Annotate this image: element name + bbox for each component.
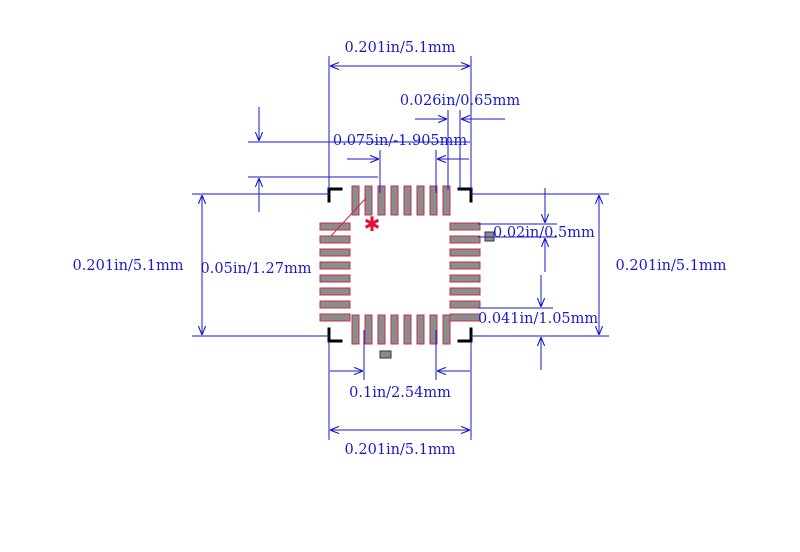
pad-top — [351, 185, 360, 216]
dim-label-right-height: 0.201in/5.1mm — [616, 258, 727, 274]
silkscreen-corner-bottom-left — [327, 327, 343, 343]
pad-left — [319, 261, 351, 270]
pad-top — [377, 185, 386, 216]
pad-bottom — [429, 314, 438, 345]
silkscreen-corner-top-right — [457, 187, 473, 203]
orientation-mark-bottom — [379, 350, 392, 359]
pad-left — [319, 287, 351, 296]
pad-bottom — [377, 314, 386, 345]
pad-group — [319, 185, 481, 345]
pad-top — [416, 185, 425, 216]
pad-top — [442, 185, 451, 216]
pin1-marker-icon: ✱ — [364, 212, 381, 236]
pad-left — [319, 300, 351, 309]
dim-label-top-width: 0.201in/5.1mm — [345, 40, 456, 56]
pad-right — [449, 261, 481, 270]
pad-top — [429, 185, 438, 216]
pad-bottom — [442, 314, 451, 345]
dimension-lines — [192, 56, 609, 440]
pad-right — [449, 248, 481, 257]
dim-label-bottom-span: 0.1in/2.54mm — [349, 385, 451, 401]
pad-top — [390, 185, 399, 216]
pad-bottom — [403, 314, 412, 345]
pad-right — [449, 235, 481, 244]
pad-right — [449, 287, 481, 296]
pad-left — [319, 235, 351, 244]
pad-bottom — [390, 314, 399, 345]
silkscreen-corner-bottom-right — [457, 327, 473, 343]
pad-left — [319, 222, 351, 231]
dim-label-inner-height: 0.05in/1.27mm — [201, 261, 312, 277]
pad-left — [319, 248, 351, 257]
pad-right — [449, 222, 481, 231]
pad-top — [403, 185, 412, 216]
dim-label-pad-width: 0.02in/0.5mm — [493, 225, 595, 241]
pad-right — [449, 300, 481, 309]
dim-label-pad-length: 0.041in/1.05mm — [478, 311, 598, 327]
pad-right — [449, 313, 481, 322]
pad-left — [319, 274, 351, 283]
pad-bottom — [351, 314, 360, 345]
pin1-diagonal — [330, 197, 367, 237]
pad-left — [319, 313, 351, 322]
silkscreen-corner-top-left — [327, 187, 343, 203]
dim-label-left-height: 0.201in/5.1mm — [73, 258, 184, 274]
pad-right — [449, 274, 481, 283]
dim-label-offset: 0.075in/-1.905mm — [333, 133, 468, 149]
dim-label-bottom-width: 0.201in/5.1mm — [345, 442, 456, 458]
dim-label-pitch: 0.026in/0.65mm — [400, 93, 520, 109]
pad-top — [364, 185, 373, 216]
pad-bottom — [364, 314, 373, 345]
pad-bottom — [416, 314, 425, 345]
